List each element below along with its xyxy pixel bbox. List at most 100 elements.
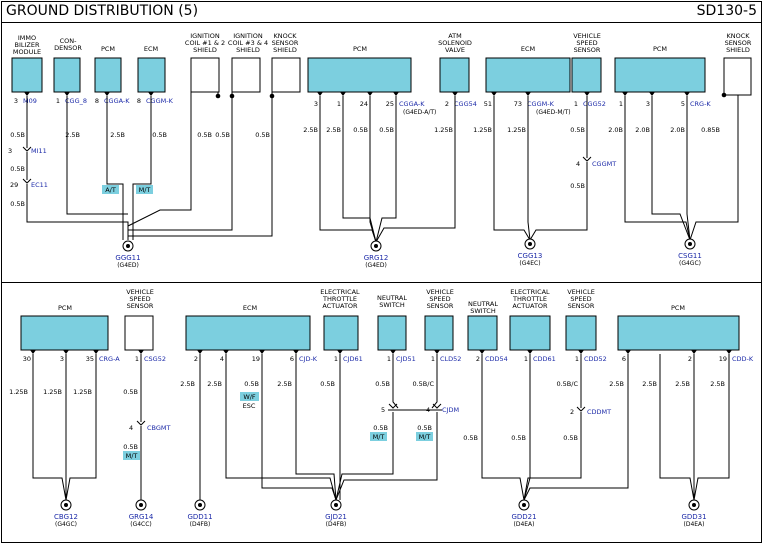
top-terminal-10 <box>525 92 531 96</box>
top-pin-connector-8: CGG54 <box>454 100 477 108</box>
top-pin-connector-10: CGGM-K <box>527 100 555 108</box>
bottom-terminal-6 <box>259 350 265 354</box>
ground-grg12-engine: (G4ED) <box>365 262 387 269</box>
top-terminal-0 <box>24 92 30 96</box>
top-wire-gauge-6: 0.5B <box>197 131 212 139</box>
bottom-component-label-3: ACTUATOR <box>322 302 358 310</box>
top-component-label-9: ECM <box>521 45 535 53</box>
ground-gdd11-id: GDD11 <box>187 513 212 521</box>
top-pin-number-3: 8 <box>137 97 141 105</box>
top-component-label-0: MODULE <box>13 48 41 56</box>
bottom-component-label-5: VEHICLE <box>426 288 454 296</box>
bottom-component-label-8: VEHICLE <box>567 288 595 296</box>
top-pin-number-1: 1 <box>56 97 60 105</box>
top-terminal-13 <box>649 92 655 96</box>
bottom-connector-2: CJDM <box>442 406 459 414</box>
bottom-component-label-8: SENSOR <box>568 302 595 310</box>
top-component-label-12: SHIELD <box>726 46 750 54</box>
top-pin-number-9: 51 <box>484 100 492 108</box>
ground-gdd21-id: GDD21 <box>511 513 536 521</box>
wire-pcm2-1 <box>624 96 691 241</box>
top-wire-gauge-6b: 0.5B <box>215 131 230 139</box>
bottom-wire-gauge-2: 1.25B <box>73 388 92 396</box>
badge-at: A/T <box>105 186 116 194</box>
bottom-badge-mt-0-bg <box>123 451 140 460</box>
connector-cbgmt <box>136 420 146 426</box>
splice-knock1 <box>269 93 275 99</box>
bottom-terminal-3 <box>138 350 144 354</box>
wire-bvss3-2 <box>523 412 582 501</box>
ground-csg11-engine: (G4GC) <box>679 260 701 267</box>
wire-ign2 <box>128 92 233 231</box>
bottom-pin-connector-2: CRG-A <box>99 355 120 363</box>
wire-bns-2 <box>335 412 394 501</box>
bottom-pin-number-7: 6 <box>290 355 294 363</box>
bottom-wire-gauge-20: 2.5B <box>710 380 725 388</box>
bottom-component-label-2: ECM <box>243 304 257 312</box>
wire-becm-4 <box>225 354 337 501</box>
wire-vss-2 <box>529 162 588 241</box>
wire-pcm-24 <box>369 96 377 243</box>
bottom-terminal-16 <box>726 350 732 354</box>
bottom-wire-gauge-16: 0.5B/C <box>556 380 578 388</box>
top-wire-gauge-7: 2.5B <box>303 126 318 134</box>
top-component-label-10: VEHICLE <box>573 32 601 40</box>
wire-bpcm2-19 <box>693 354 730 501</box>
bottom-component-label-3: ELECTRICAL <box>320 288 360 296</box>
bottom-component-8 <box>565 315 597 351</box>
bottom-badge-esc: ESC <box>243 402 256 410</box>
top-pin-number-11: 1 <box>574 100 578 108</box>
diagram-code: SD130-5 <box>696 3 757 19</box>
wire-ign1 <box>127 92 192 227</box>
bottom-wire-gauge-17: 0.5B <box>563 434 578 442</box>
connector-cggmt <box>582 156 592 162</box>
top-wire-gauge-4: 0.5B <box>10 200 25 208</box>
wire-pcm2-5 <box>686 96 691 241</box>
top-wire-gauge-9: 0.5B <box>353 126 368 134</box>
bottom-wire-gauge-15: 0.5B <box>511 434 526 442</box>
top-component-label-5: SHIELD <box>236 46 260 54</box>
wire-pcm-1 <box>342 96 377 243</box>
bottom-pin-number-15: 2 <box>688 355 692 363</box>
top-pin-connector-3: CGGM-K <box>146 97 174 105</box>
top-wire-gauge-6c: 0.5B <box>255 131 270 139</box>
badge-mt: M/T <box>139 186 151 194</box>
bottom-pin-connector-9: CJD51 <box>396 355 416 363</box>
wire-ecm-mt <box>132 96 152 240</box>
bottom-component-label-7: ELECTRICAL <box>510 288 550 296</box>
top-component-label-4: IGNITION <box>190 32 220 40</box>
connector-cjdm <box>432 403 442 409</box>
wire-ecm-73 <box>527 96 531 241</box>
bottom-connector-pin-3: 2 <box>570 408 574 416</box>
ground-cgg13-center <box>528 242 532 246</box>
connector-mi11 <box>22 146 32 152</box>
bottom-pin-number-11: 2 <box>476 355 480 363</box>
top-pin-number-0: 3 <box>14 97 18 105</box>
ground-gdd11-engine: (D4FB) <box>190 521 211 528</box>
bottom-terminal-11 <box>479 350 485 354</box>
top-pin-number-7: 25 <box>386 100 394 108</box>
wire-bvss2-1 <box>431 354 438 409</box>
top-pin-connector-0: M09 <box>23 97 37 105</box>
top-wire-gauge-10: 0.5B <box>379 126 394 134</box>
top-component-label-1: DENSOR <box>54 44 82 52</box>
top-component-10 <box>571 57 602 93</box>
wire-bpcm-35 <box>65 354 97 501</box>
top-terminal-1 <box>64 92 70 96</box>
top-terminal-12 <box>622 92 628 96</box>
ground-csg11-center <box>688 242 692 246</box>
wire-pcm-25 <box>375 96 397 243</box>
bottom-badge-mt-2-bg <box>416 432 433 441</box>
top-component-label-8: SOLENOID <box>438 39 472 47</box>
top-component-3 <box>137 57 166 93</box>
bottom-terminal-5 <box>223 350 229 354</box>
section-divider <box>1 282 762 283</box>
top-wire-gauge-8: 2.5B <box>326 126 341 134</box>
bottom-component-label-1: SENSOR <box>127 302 154 310</box>
wire-becm-6 <box>295 354 337 501</box>
bottom-component-0 <box>20 315 109 351</box>
ground-gdd31-engine: (D4EA) <box>683 521 704 528</box>
top-wire-gauge-13: 1.25B <box>507 126 526 134</box>
